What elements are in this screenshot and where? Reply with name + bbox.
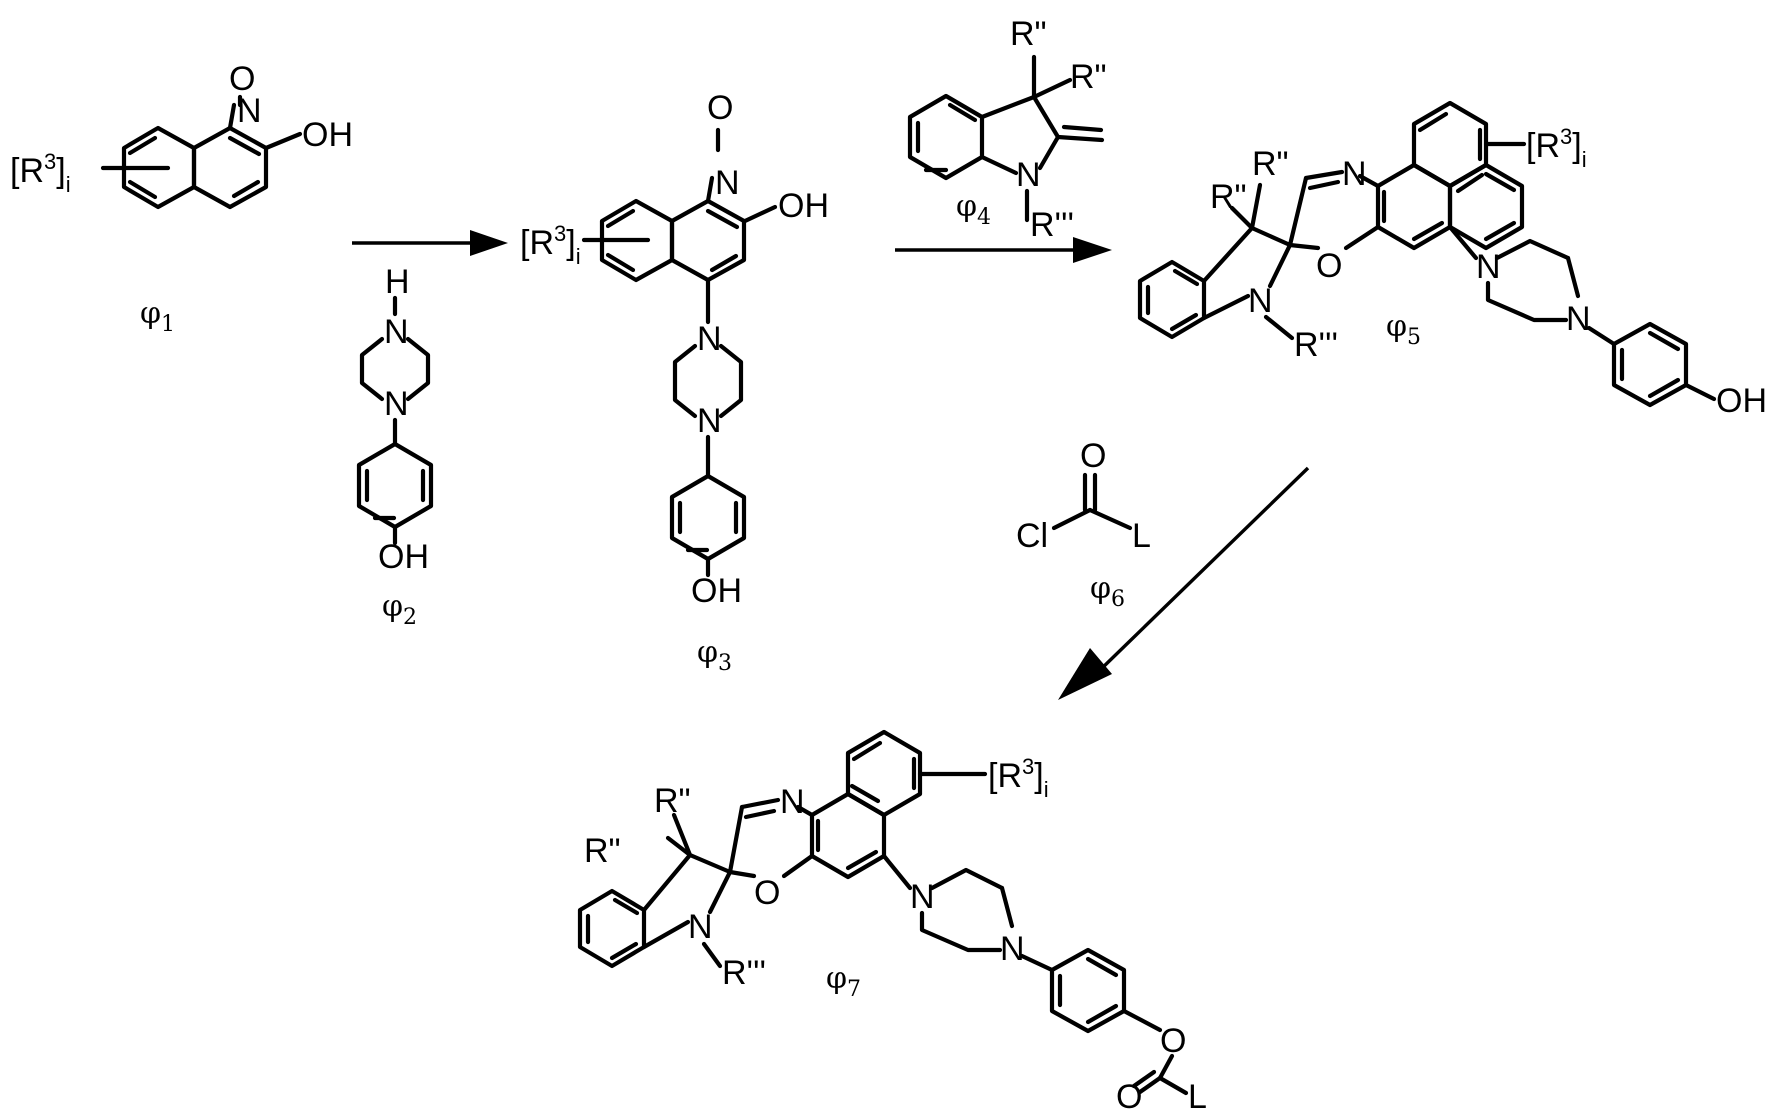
- atom-label: N: [715, 164, 740, 202]
- atom-label: N: [1000, 930, 1025, 968]
- atom-label: N: [1248, 282, 1273, 320]
- atom-label: N: [1566, 300, 1591, 338]
- substituent-label: R''': [722, 954, 766, 992]
- substituent-label: R''': [1030, 206, 1074, 244]
- atom-label: Cl: [1016, 517, 1048, 555]
- atom-label: O: [1116, 1078, 1142, 1110]
- compound-label: φ6: [1090, 571, 1125, 612]
- atom-label: L: [1188, 1078, 1207, 1110]
- compound-label: φ4: [956, 189, 991, 230]
- substituent-label: R": [1252, 145, 1289, 183]
- atom-label: N: [1476, 248, 1501, 286]
- atom-label: N: [697, 402, 722, 440]
- reaction-arrow-1: [352, 230, 508, 256]
- substituent-label: [R3]i: [520, 221, 581, 269]
- atom-label: OH: [778, 187, 829, 225]
- compound-label: φ2: [382, 589, 417, 630]
- substituent-label: [R3]i: [988, 754, 1049, 802]
- compound-phi3: N O OH [R3]i N N OH φ3: [520, 89, 829, 676]
- atom-label: O: [707, 89, 733, 127]
- compound-phi2: H N N OH φ2: [359, 263, 431, 630]
- atom-label: N: [1016, 156, 1041, 194]
- substituent-label: R''': [1294, 326, 1338, 364]
- substituent-label: R": [1210, 178, 1247, 216]
- substituent-label: R": [1010, 15, 1047, 53]
- atom-label: OH: [1716, 382, 1767, 420]
- atom-label: N: [1342, 155, 1367, 193]
- atom-label: N: [697, 320, 722, 358]
- compound-phi4: N R" R" R''' φ4: [910, 15, 1107, 244]
- compound-phi7: R" R" N R''' O N [R3]i N N O: [580, 732, 1207, 1110]
- atom-label: O: [1316, 247, 1342, 285]
- reaction-arrow-2: [895, 237, 1112, 263]
- compound-label: φ7: [826, 961, 861, 1002]
- atom-label: N: [384, 313, 409, 351]
- compound-phi6: O Cl L φ6: [1016, 437, 1151, 612]
- atom-label: N: [780, 783, 805, 821]
- substituent-label: R": [654, 782, 691, 820]
- substituent-label: R": [584, 832, 621, 870]
- atom-label: L: [1132, 517, 1151, 555]
- atom-label: O: [229, 60, 255, 98]
- atom-label: OH: [691, 572, 742, 610]
- atom-label: O: [1080, 437, 1106, 475]
- substituent-label: [R3]i: [10, 149, 71, 197]
- atom-label: OH: [378, 538, 429, 576]
- compound-label: φ3: [697, 635, 732, 676]
- substituent-label: [R3]i: [1526, 124, 1587, 172]
- atom-label: N: [384, 385, 409, 423]
- compound-phi5: R" R" N R''' O N [R3]i N N: [1140, 103, 1767, 420]
- compound-label: φ1: [140, 296, 175, 337]
- atom-label: OH: [302, 116, 353, 154]
- atom-label: H: [385, 263, 410, 301]
- atom-label: O: [754, 874, 780, 912]
- atom-label: N: [688, 908, 713, 946]
- compound-phi1: N O OH [R3]i φ1: [10, 60, 353, 337]
- substituent-label: R": [1070, 58, 1107, 96]
- atom-label: N: [910, 878, 935, 916]
- compound-label: φ5: [1386, 309, 1421, 350]
